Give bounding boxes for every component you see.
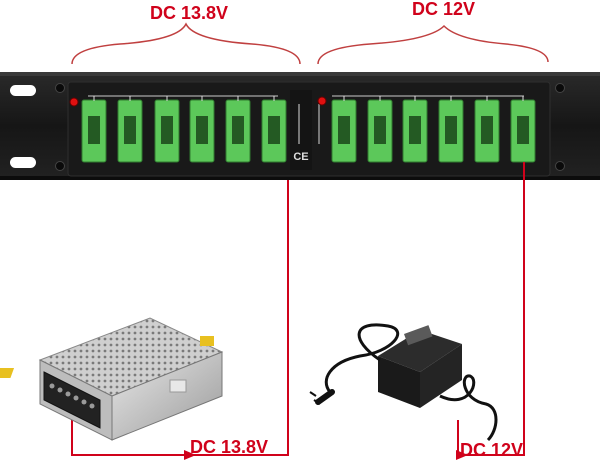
screw <box>555 83 565 93</box>
fuse-bank-right <box>331 96 536 163</box>
label-dc-12v-top: DC 12V <box>412 0 476 19</box>
label-dc-13-8v-bottom: DC 13.8V <box>190 437 269 457</box>
fuse-holder <box>154 96 180 163</box>
led-indicator-right <box>317 96 327 106</box>
label-dc-12v-bottom: DC 12V <box>460 440 524 460</box>
fuse-holder <box>189 96 215 163</box>
fuse-holder <box>81 96 107 163</box>
screw <box>55 161 65 171</box>
fuse-holder <box>438 96 464 163</box>
label-dc-13-8v-top: DC 13.8V <box>150 3 229 23</box>
brace-right <box>317 24 549 65</box>
ac-adapter <box>309 323 498 442</box>
arrow-head-right <box>456 450 468 460</box>
arrow-head-left <box>184 450 196 460</box>
fuse-bank-left <box>81 96 287 163</box>
brace-left <box>71 22 301 65</box>
screw <box>55 83 65 93</box>
connection-line-right <box>457 162 525 456</box>
fuse-holder <box>474 96 500 163</box>
ce-mark: CE <box>293 151 308 163</box>
fuse-holder <box>225 96 251 163</box>
fuse-holder <box>117 96 143 163</box>
fuse-holder <box>261 96 287 163</box>
mount-slot <box>10 157 36 168</box>
fuse-holder <box>402 96 428 163</box>
screw <box>555 161 565 171</box>
switching-power-supply <box>0 317 224 441</box>
fuse-holder <box>367 96 393 163</box>
mount-slot <box>10 85 36 96</box>
fuse-holder <box>510 96 536 163</box>
connection-line-left <box>71 180 289 456</box>
led-indicator-left <box>69 97 79 107</box>
fuse-holder <box>331 96 357 163</box>
